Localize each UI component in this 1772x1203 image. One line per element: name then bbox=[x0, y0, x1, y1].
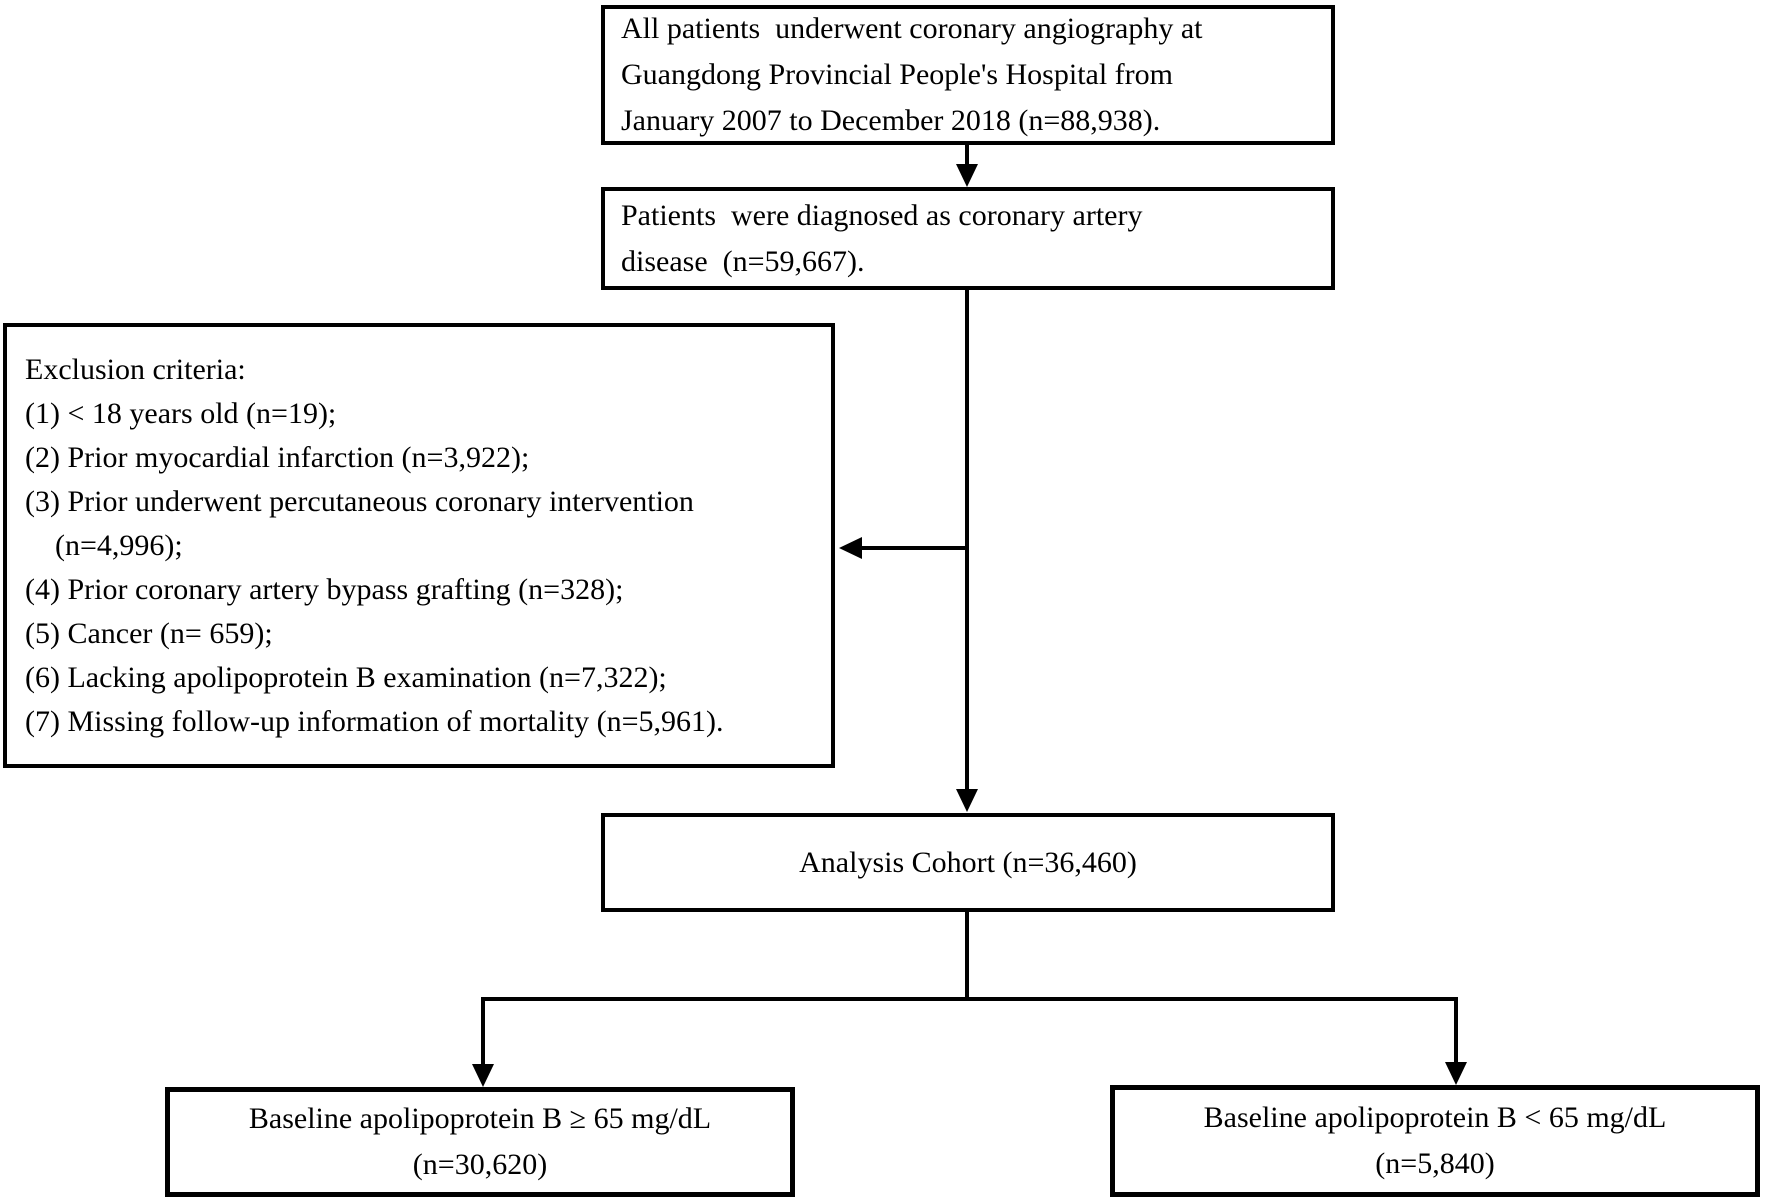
box-exclusion-criteria: Exclusion criteria: (1) < 18 years old (… bbox=[3, 323, 835, 768]
box-apob-low-group: Baseline apolipoprotein B < 65 mg/dL (n=… bbox=[1110, 1085, 1760, 1197]
box-all-patients-text: All patients underwent coronary angiogra… bbox=[621, 12, 1203, 137]
arrow-total-to-diagnosed bbox=[956, 145, 978, 187]
box-apob-high-text: Baseline apolipoprotein B ≥ 65 mg/dL (n=… bbox=[248, 1102, 712, 1181]
box-diagnosed-cad-text: Patients were diagnosed as coronary arte… bbox=[621, 198, 1143, 278]
box-exclusion-criteria-text: Exclusion criteria: (1) < 18 years old (… bbox=[25, 352, 724, 738]
box-apob-high-group: Baseline apolipoprotein B ≥ 65 mg/dL (n=… bbox=[165, 1087, 795, 1197]
box-diagnosed-cad: Patients were diagnosed as coronary arte… bbox=[601, 187, 1335, 290]
arrow-to-apob-low bbox=[1445, 1062, 1467, 1085]
arrow-to-apob-high bbox=[472, 1064, 494, 1087]
box-all-patients: All patients underwent coronary angiogra… bbox=[601, 5, 1335, 145]
arrow-diagnosed-to-analysis bbox=[956, 290, 978, 812]
box-apob-low-text: Baseline apolipoprotein B < 65 mg/dL (n=… bbox=[1203, 1101, 1667, 1180]
split-connector bbox=[481, 912, 1458, 1068]
box-analysis-cohort-text: Analysis Cohort (n=36,460) bbox=[799, 845, 1137, 879]
box-analysis-cohort: Analysis Cohort (n=36,460) bbox=[601, 813, 1335, 912]
arrow-to-exclusion bbox=[839, 537, 967, 559]
